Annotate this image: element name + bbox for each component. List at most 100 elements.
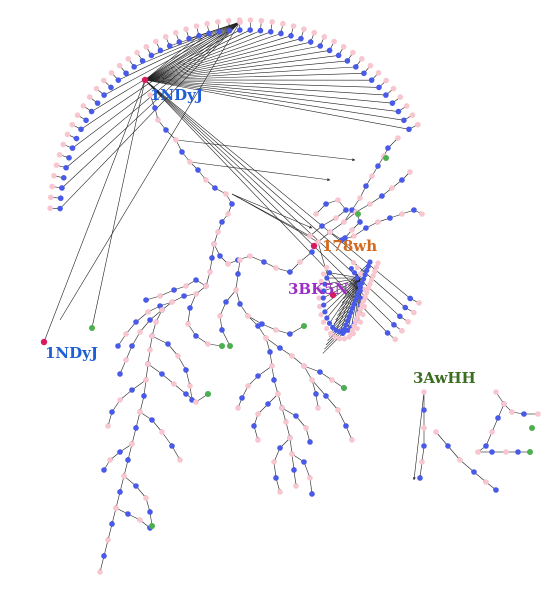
graph-node [335,197,341,203]
arc-node-inner [247,27,253,33]
graph-node [343,322,349,328]
arc-node-inner [326,47,333,54]
arc-node-outer [53,162,60,168]
graph-node [173,137,179,143]
graph-node [359,302,365,308]
graph-node [145,361,151,367]
graph-edge [147,363,163,375]
arc-node-inner [60,175,67,181]
arc-node-inner [108,84,114,91]
graph-node [355,211,361,217]
graph-edge [61,21,241,189]
graph-node [123,331,129,337]
graph-node [322,281,328,287]
graph-node [411,207,417,213]
arc-node-outer [390,85,397,92]
graph-node [233,287,239,293]
graph-edge [144,33,282,81]
graph-node [155,117,161,123]
graph-node [353,297,359,303]
graph-node [187,159,193,165]
graph-node [361,276,367,282]
graph-node [333,215,339,221]
graph-node [321,302,327,308]
graph-node [364,289,370,295]
graph-node [251,423,257,429]
graph-node [171,287,177,293]
graph-node [343,423,349,429]
arc-node-outer [416,300,422,306]
graph-node [363,183,369,189]
graph-node [370,273,376,279]
graph-node [143,377,149,383]
graph-edge [332,277,361,328]
graph-node [346,314,352,320]
arc-node-outer [162,34,169,40]
graph-node [245,383,251,389]
graph-edge [43,79,146,343]
graph-node [291,467,297,473]
graph-node [348,331,354,337]
graph-node [307,475,313,481]
graph-node [357,319,364,325]
graph-node [153,319,159,325]
arc-node-outer [392,336,399,343]
graph-node [503,449,509,455]
graph-edge [144,55,339,81]
arc-node-inner [376,84,382,91]
graph-node [471,469,477,475]
graph-node [165,341,171,347]
graph-edge [144,38,302,81]
graph-node [203,177,209,183]
arc-node-outer [397,94,404,100]
arc-node-inner [361,70,367,77]
graph-node [193,277,199,283]
graph-node [195,167,201,173]
graph-node [399,177,405,183]
label-1ndyj-top: 1NDyJ [150,86,203,104]
graph-node [320,319,327,325]
graph-node [326,320,333,326]
graph-node [267,349,273,355]
arc-node-inner [83,117,89,124]
graph-node [227,343,233,349]
graph-node [183,367,189,373]
graph-node [129,343,135,349]
graph-node [367,281,373,287]
graph-node [365,285,371,291]
node-layer [40,17,541,575]
graph-edge [65,21,241,168]
graph-node [421,443,427,449]
graph-node [315,405,321,411]
graph-node [445,443,451,449]
graph-node [163,127,169,133]
arc-node-outer [116,62,123,69]
arc-node-outer [321,34,328,40]
arc-node-inner [101,92,107,98]
graph-node [273,265,279,271]
graph-edge [131,379,147,391]
arc-node-inner [59,185,65,191]
hub-node-top [237,19,243,25]
arc-node-inner [78,126,84,133]
graph-edge [144,66,356,81]
graph-node [143,297,149,303]
graph-node [179,149,185,155]
graph-node [149,523,155,529]
graph-edge [189,161,331,182]
graph-node [369,173,375,179]
arc-node-inner [237,27,243,33]
arc-node-inner [389,100,396,106]
arc-node-inner [395,108,402,115]
graph-node [501,401,507,407]
graph-edge [144,60,348,81]
arc-node-inner [384,330,391,336]
graph-edge [323,277,361,292]
arc-node-outer [183,26,189,32]
graph-node [324,264,330,271]
graph-node [159,371,165,377]
graph-edge [144,79,410,130]
graph-node [341,219,347,225]
graph-edge [59,21,241,321]
graph-node [483,479,489,485]
